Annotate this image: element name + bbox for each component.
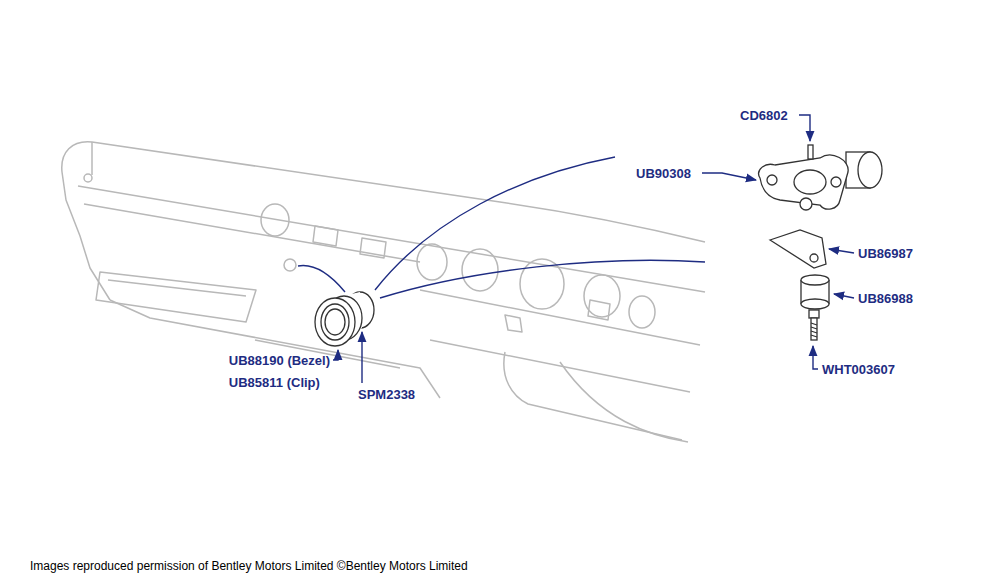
switch-drawing <box>770 230 826 268</box>
part-number: UB90308 <box>636 166 691 181</box>
leader-lines <box>375 157 615 290</box>
part-number: CD6802 <box>740 108 788 123</box>
bezel-drawing <box>315 292 374 346</box>
dashboard-outline <box>84 204 420 262</box>
dashboard-outline <box>417 244 447 280</box>
leader-lines <box>298 266 345 292</box>
dashboard-outline <box>78 186 705 292</box>
dashboard-outline <box>91 142 93 175</box>
leader-lines <box>380 260 705 298</box>
leader-lines <box>829 249 854 253</box>
switch-drawing <box>811 323 817 337</box>
dashboard-outline <box>261 204 289 236</box>
dashboard-outline <box>62 142 705 242</box>
leader-lines <box>799 115 810 141</box>
dashboard-outline <box>96 272 256 322</box>
switch-drawing <box>858 152 882 188</box>
switch-drawing <box>759 155 848 209</box>
dashboard-outline <box>629 296 655 328</box>
dashboard-outline <box>462 249 498 291</box>
dashboard-outline <box>430 340 690 392</box>
dashboard-outline <box>62 172 110 300</box>
switch-drawing <box>794 170 826 194</box>
dashboard-outline <box>360 238 386 258</box>
dashboard-outline <box>588 300 610 320</box>
dashboard-outline <box>110 300 440 398</box>
bezel-drawing <box>315 298 355 346</box>
dashboard-outline <box>560 362 688 442</box>
caption-text: Images reproduced permission of Bentley … <box>30 559 468 573</box>
switch-drawing <box>811 318 817 340</box>
dashboard-outline <box>284 259 296 271</box>
switch-drawing <box>809 310 819 318</box>
part-number: WHT003607 <box>822 362 895 377</box>
switch-drawing <box>801 275 829 285</box>
switch-drawing <box>767 175 777 185</box>
leader-lines <box>702 173 756 180</box>
dashboard-outline <box>505 315 522 332</box>
dashboard-outline <box>62 142 705 442</box>
part-number: SPM2338 <box>358 387 415 402</box>
switch-drawing <box>759 145 882 340</box>
bezel-drawing <box>325 309 345 335</box>
leader-lines <box>361 332 362 383</box>
leader-lines <box>333 350 338 360</box>
dashboard-outline <box>313 226 338 246</box>
part-number: UB88190 (Bezel) <box>229 353 330 368</box>
leader-lines <box>834 294 854 298</box>
leader-lines <box>298 115 854 383</box>
dashboard-outline <box>504 352 682 440</box>
switch-drawing <box>801 299 829 309</box>
dashboard-outline <box>108 280 246 296</box>
switch-drawing <box>808 145 813 159</box>
switch-drawing <box>800 198 812 210</box>
switch-drawing <box>831 177 841 187</box>
switch-drawing <box>810 254 818 262</box>
part-number: UB85811 (Clip) <box>229 375 320 390</box>
dashboard-outline <box>84 174 92 182</box>
leader-lines <box>813 346 818 369</box>
bezel-drawing <box>321 304 349 340</box>
part-number: UB86987 <box>858 246 913 261</box>
part-number: UB86988 <box>858 291 913 306</box>
